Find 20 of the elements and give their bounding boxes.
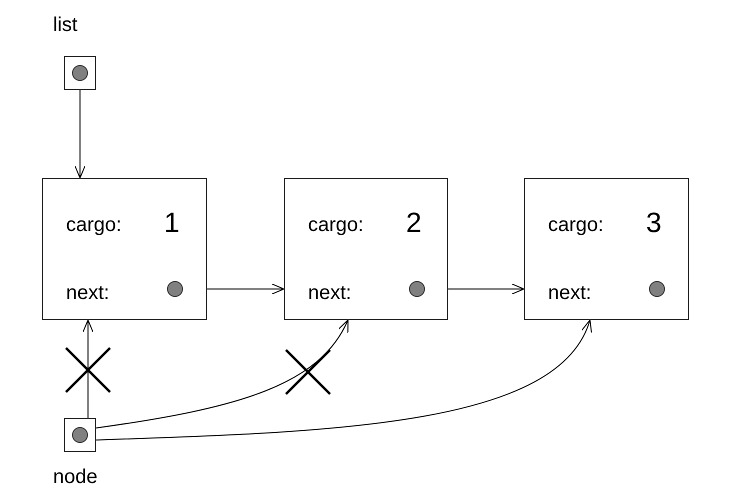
list-node-box (284, 178, 448, 320)
variable-label: list (53, 15, 78, 35)
variable-label: node (53, 467, 98, 487)
list-node-box (42, 178, 207, 320)
field-label: next: (308, 283, 352, 303)
field-label: next: (548, 283, 592, 303)
arrow (82, 320, 94, 418)
cargo-value: 1 (164, 209, 180, 237)
cargo-value: 3 (646, 209, 662, 237)
list-node-box (524, 178, 689, 320)
arrow (96, 320, 348, 428)
field-label: cargo: (548, 215, 604, 235)
arrow (74, 90, 86, 178)
arrow (96, 320, 590, 440)
arrow (206, 284, 284, 294)
field-label: cargo: (308, 215, 364, 235)
cargo-value: 2 (406, 209, 422, 237)
field-label: cargo: (66, 215, 122, 235)
arrow (448, 284, 524, 294)
field-label: next: (66, 283, 110, 303)
